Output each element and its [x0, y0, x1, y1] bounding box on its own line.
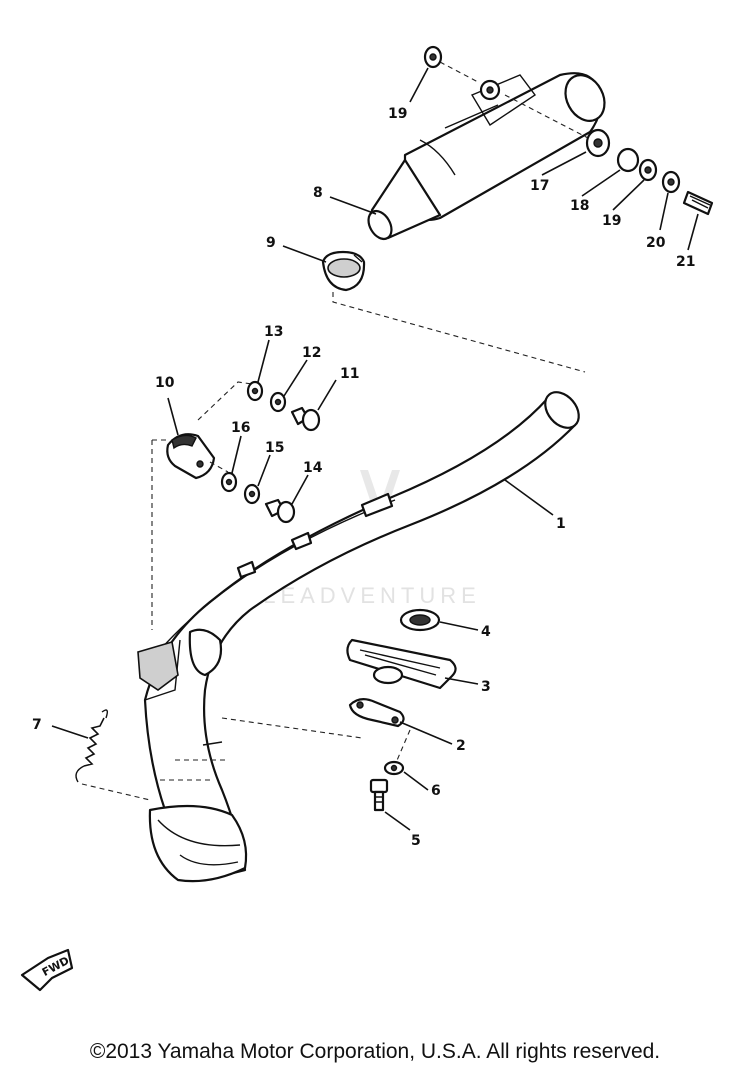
callout-11: 11 — [340, 366, 359, 382]
muffler-mount-hardware[interactable] — [423, 45, 714, 216]
callout-2: 2 — [456, 738, 466, 754]
callout-8: 8 — [313, 185, 323, 201]
joint-plate-4[interactable] — [399, 608, 441, 632]
pipe-mount-bracket — [137, 640, 179, 691]
leader-lines — [51, 67, 699, 831]
washer-13[interactable] — [246, 380, 264, 402]
watermark: LEADVENTURE — [263, 470, 481, 608]
callout-4: 4 — [481, 624, 491, 640]
callout-21: 21 — [676, 254, 695, 270]
washer-12[interactable] — [269, 391, 287, 413]
callout-6: 6 — [431, 783, 441, 799]
fwd-arrow-icon: FWD — [20, 948, 74, 992]
clamp-9[interactable] — [321, 250, 366, 292]
bolt-14[interactable] — [264, 498, 296, 524]
damper-bracket-10[interactable] — [166, 433, 216, 480]
copyright-notice: ©2013 Yamaha Motor Corporation, U.S.A. A… — [89, 1040, 661, 1063]
callout-19-upper: 19 — [388, 106, 407, 122]
collar-18 — [616, 147, 640, 173]
callout-9: 9 — [266, 235, 276, 251]
callout-labels: 1 2 3 4 5 6 7 8 9 10 11 12 13 14 15 16 1… — [32, 106, 695, 849]
callout-18: 18 — [570, 198, 589, 214]
bolt-11[interactable] — [290, 406, 321, 432]
washer-15[interactable] — [243, 483, 261, 505]
callout-17: 17 — [530, 178, 549, 194]
pipe-bracket-plate — [188, 628, 223, 677]
callout-15: 15 — [265, 440, 284, 456]
muffler[interactable] — [364, 68, 612, 243]
spring-washer-6[interactable] — [383, 760, 405, 776]
exhaust-flange-3[interactable] — [346, 638, 457, 690]
spring-7[interactable] — [75, 709, 151, 801]
washer-16[interactable] — [220, 471, 238, 493]
callout-13: 13 — [264, 324, 283, 340]
callout-10: 10 — [155, 375, 175, 391]
callout-16: 16 — [231, 420, 250, 436]
callout-12: 12 — [302, 345, 321, 361]
gasket-2[interactable] — [348, 698, 405, 728]
watermark-text: LEADVENTURE — [263, 583, 481, 608]
callout-19-lower: 19 — [602, 213, 621, 229]
callout-1: 1 — [556, 516, 566, 532]
exhaust-pipe[interactable] — [137, 386, 586, 883]
callout-7: 7 — [32, 717, 42, 733]
callout-14: 14 — [303, 460, 323, 476]
callout-20: 20 — [646, 235, 666, 251]
callout-3: 3 — [481, 679, 491, 695]
bolt-5[interactable] — [369, 778, 389, 812]
callout-5: 5 — [411, 833, 421, 849]
